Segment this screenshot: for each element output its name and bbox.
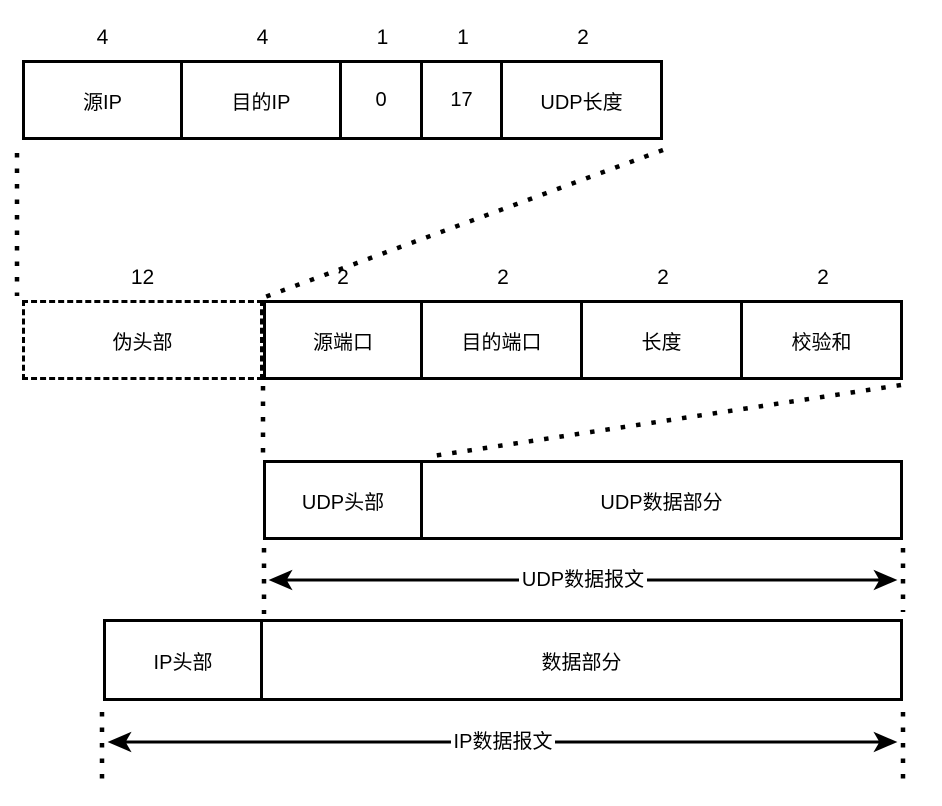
size-label: 4 [256,26,269,49]
udp-header-box: UDP头部 [266,463,423,537]
size-label: 4 [96,26,109,49]
cell-udp-length: UDP长度 [503,63,660,137]
cell-zero: 0 [342,63,423,137]
cell-source-port: 源端口 [266,303,423,377]
size-label: 2 [497,266,509,289]
size-label: 2 [817,266,829,289]
size-label: 2 [577,26,589,49]
cell-source-ip: 源IP [25,63,183,137]
size-label: 2 [657,266,669,289]
udp-datagram-span-text: UDP数据报文 [518,569,648,591]
pseudo-header-sizes-row: 4 4 1 1 2 [22,26,663,50]
udp-header-fields-row: 源端口 目的端口 长度 校验和 [263,300,903,380]
udp-data-box: UDP数据部分 [423,463,900,537]
dotted-connector-udpheader-diagonal [425,382,902,460]
pseudo-header-box: 伪头部 [22,300,263,380]
ip-datagram-span-text: IP数据报文 [450,731,556,753]
cell-checksum: 校验和 [743,303,900,377]
udp-datagram-span-label: UDP数据报文 [263,568,903,592]
cell-dest-ip: 目的IP [183,63,342,137]
cell-length: 长度 [583,303,743,377]
size-label: 1 [457,26,469,49]
udp-datagram-row: UDP头部 UDP数据部分 [263,460,903,540]
udp-header-sizes-row: 12 2 2 2 2 [22,266,903,290]
cell-dest-port: 目的端口 [423,303,583,377]
ip-header-box: IP头部 [106,622,263,698]
ip-data-box: 数据部分 [263,622,900,698]
size-label: 12 [130,266,155,289]
ip-datagram-row: IP头部 数据部分 [103,619,903,701]
cell-protocol-17: 17 [423,63,503,137]
size-label: 1 [376,26,389,49]
size-label: 2 [337,266,349,289]
ip-datagram-span-label: IP数据报文 [103,730,903,754]
pseudo-header-fields-row: 源IP 目的IP 0 17 UDP长度 [22,60,663,140]
